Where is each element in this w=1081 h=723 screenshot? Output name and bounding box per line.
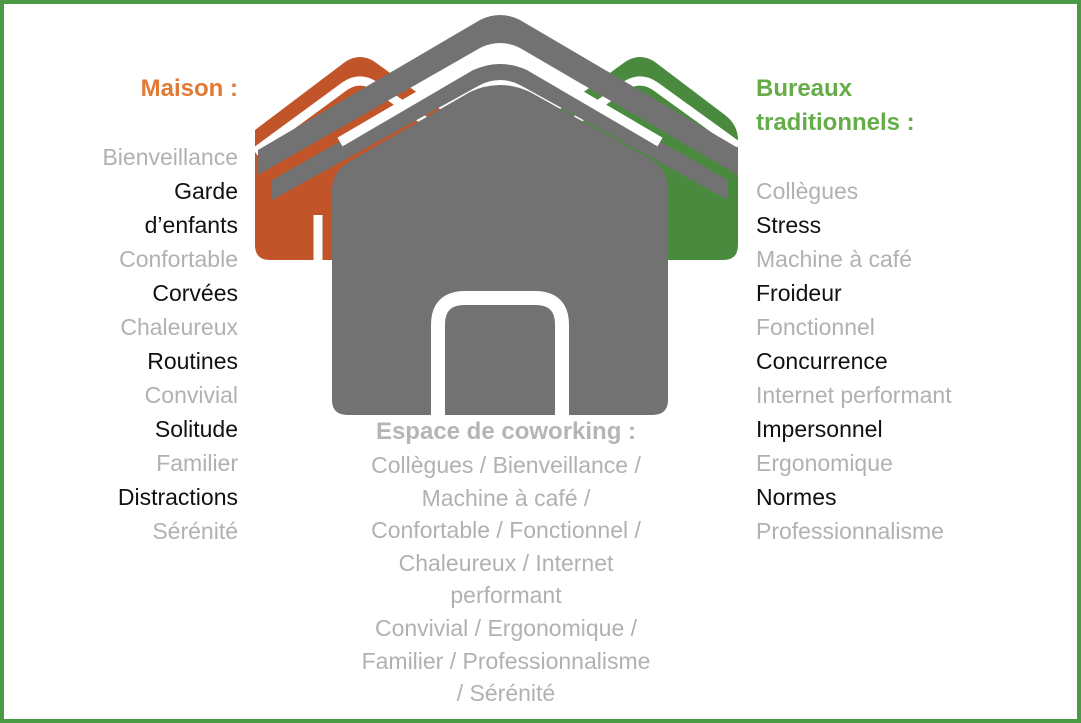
bureaux-heading-line2: traditionnels :	[756, 109, 915, 136]
coworking-line: Collègues / Bienveillance /	[371, 452, 641, 478]
coworking-line: Convivial / Ergonomique /	[374, 614, 638, 641]
coworking-line: Confortable / Fonctionnel /	[371, 517, 641, 544]
maison-item: Routines	[147, 348, 238, 374]
coworking-line: Machine à café /	[421, 484, 591, 511]
coworking-line: / Sérénité	[456, 680, 556, 707]
maison-item: Familier	[156, 450, 238, 476]
maison-item: Bienveillance	[102, 144, 238, 170]
bureaux-item: Ergonomique	[756, 450, 893, 476]
coworking-heading: Espace de coworking :	[375, 418, 637, 445]
maison-item: Solitude	[154, 416, 238, 442]
maison-item: d’enfants	[144, 212, 238, 238]
maison-item: Chaleureux	[120, 314, 238, 340]
bureaux-heading-line1: Bureaux	[756, 75, 853, 102]
bureaux-item: Internet performant	[756, 382, 952, 408]
maison-heading: Maison :	[140, 75, 238, 102]
maison-item: Distractions	[117, 484, 238, 510]
bureaux-item: Normes	[756, 484, 837, 510]
coworking-line: Chaleureux / Internet	[398, 549, 614, 576]
maison-item: Corvées	[152, 280, 238, 306]
bureaux-heading: Bureaux traditionnels :	[756, 72, 996, 140]
maison-item: Convivial	[144, 382, 238, 408]
bureaux-item: Fonctionnel	[756, 314, 875, 340]
bureaux-item: Stress	[756, 212, 822, 238]
maison-item: Confortable	[119, 246, 238, 272]
bureaux-item: Collègues	[756, 178, 859, 204]
house-gray-front-icon	[332, 54, 668, 415]
maison-item: Sérénité	[152, 518, 238, 544]
bureaux-item: Concurrence	[756, 348, 888, 374]
coworking-line: Familier / Professionnalisme	[361, 647, 651, 674]
coworking-description: Collègues / Bienveillance / Machine à caf…	[312, 449, 700, 710]
bureaux-item: Impersonnel	[756, 416, 883, 442]
maison-item: Garde	[174, 178, 238, 204]
coworking-line: performant	[450, 582, 562, 609]
bureaux-item: Machine à café	[756, 246, 912, 272]
bureaux-item: Professionnalisme	[756, 518, 944, 544]
bureaux-item: Froideur	[756, 280, 842, 306]
